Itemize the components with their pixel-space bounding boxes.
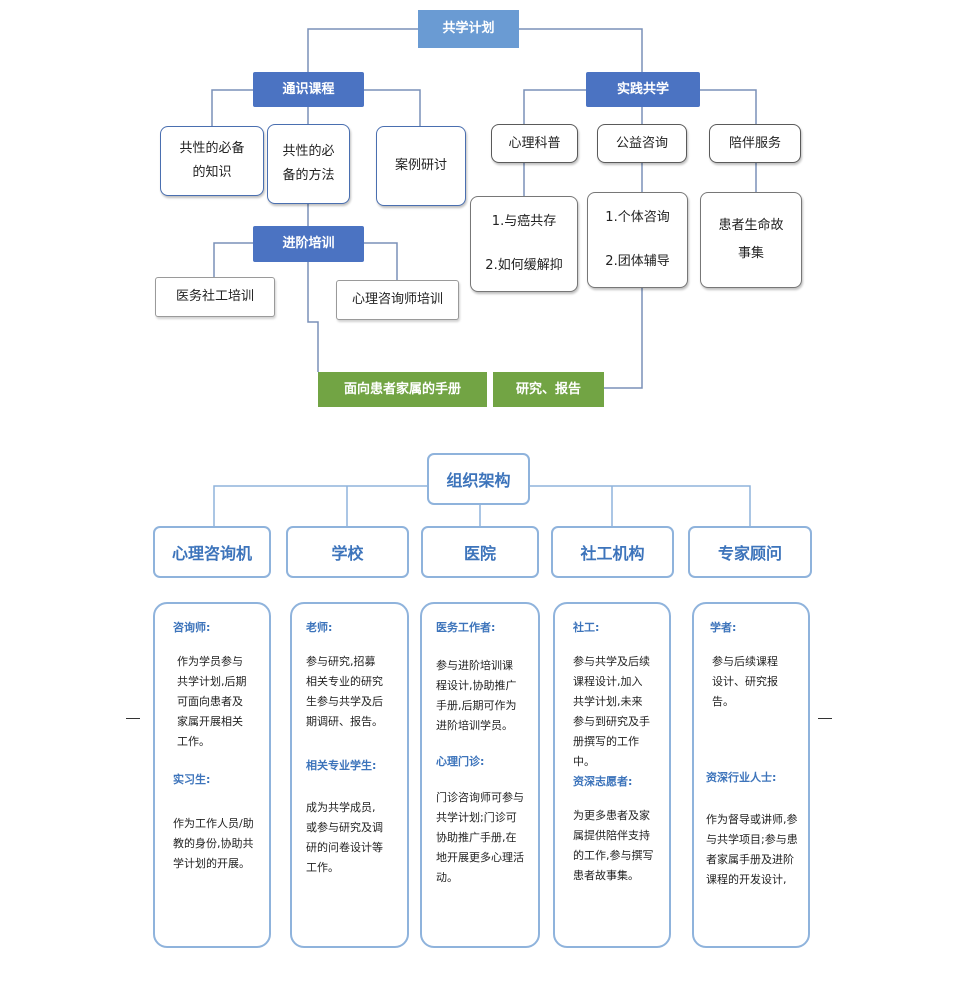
desc-intern: 作为工作人员/助 教的身份,协助共 学计划的开展。 [173, 817, 254, 870]
advanced-training-node: 进阶培训 [253, 226, 364, 262]
detail-public-consult: 1.个体咨询 2.团体辅导 [587, 192, 688, 288]
role-medical-worker: 医务工作者: [436, 621, 496, 634]
role-teacher: 老师: [306, 621, 333, 634]
role-students: 相关专业学生: [306, 759, 377, 772]
practice-item-psych-science: 心理科普 [491, 124, 578, 163]
desc-counselor: 作为学员参与 共学计划,后期 可面向患者及 家属开展相关 工作。 [177, 655, 247, 748]
role-counselor: 咨询师: [173, 621, 211, 634]
org-head-school: 学校 [286, 526, 409, 578]
org-col-psych-institute: 咨询师: 作为学员参与 共学计划,后期 可面向患者及 家属开展相关 工作。 实习… [153, 602, 271, 948]
org-col-school: 老师: 参与研究,招募 相关专业的研究 生参与共学及后 期调研、报告。 相关专业… [290, 602, 409, 948]
org-head-psych-institute: 心理咨询机 [153, 526, 271, 578]
role-intern: 实习生: [173, 773, 211, 786]
practice-node: 实践共学 [586, 72, 700, 107]
general-course-node: 通识课程 [253, 72, 364, 107]
practice-item-public-consult: 公益咨询 [597, 124, 687, 163]
gc-item-case-study: 案例研讨 [376, 126, 466, 206]
role-social-worker: 社工: [573, 621, 600, 634]
org-title: 组织架构 [427, 453, 530, 505]
gc-item-methods: 共性的必 备的方法 [267, 124, 350, 204]
advanced-item-medical-social: 医务社工培训 [155, 277, 275, 317]
gc-item-knowledge: 共性的必备 的知识 [160, 126, 264, 196]
handbook-node: 面向患者家属的手册 [318, 372, 487, 407]
org-head-expert: 专家顾问 [688, 526, 812, 578]
detail-psych-science: 1.与癌共存 2.如何缓解抑 [470, 196, 578, 292]
research-node: 研究、报告 [493, 372, 604, 407]
desc-social-worker: 参与共学及后续 课程设计,加入 共学计划,未来 参与到研究及手 册撰写的工作 中… [573, 655, 650, 768]
org-head-hospital: 医院 [421, 526, 539, 578]
role-scholar: 学者: [710, 621, 737, 634]
advanced-item-counselor: 心理咨询师培训 [336, 280, 459, 320]
role-senior-volunteer: 资深志愿者: [573, 775, 633, 788]
desc-senior-volunteer: 为更多患者及家 属提供陪伴支持 的工作,参与撰写 患者故事集。 [573, 809, 654, 882]
desc-students: 成为共学成员, 或参与研究及调 研的问卷设计等 工作。 [306, 801, 383, 874]
desc-scholar: 参与后续课程 设计、研究报 告。 [712, 655, 778, 708]
right-dash [818, 718, 832, 719]
desc-psych-clinic: 门诊咨询师可参与 共学计划;门诊可 协助推广手册,在 地开展更多心理活 动。 [436, 791, 524, 884]
detail-companion: 患者生命故 事集 [700, 192, 802, 288]
org-col-social-agency: 社工: 参与共学及后续 课程设计,加入 共学计划,未来 参与到研究及手 册撰写的… [553, 602, 671, 948]
desc-industry-senior: 作为督导或讲师,参 与共学项目;参与患 者家属手册及进阶 课程的开发设计, [706, 813, 798, 886]
org-head-social-agency: 社工机构 [551, 526, 674, 578]
root-node: 共学计划 [418, 10, 519, 48]
left-dash [126, 718, 140, 719]
role-psych-clinic: 心理门诊: [436, 755, 485, 768]
org-col-expert: 学者: 参与后续课程 设计、研究报 告。 资深行业人士: 作为督导或讲师,参 与… [692, 602, 810, 948]
desc-teacher: 参与研究,招募 相关专业的研究 生参与共学及后 期调研、报告。 [306, 655, 383, 728]
desc-medical-worker: 参与进阶培训课 程设计,协助推广 手册,后期可作为 进阶培训学员。 [436, 659, 517, 732]
practice-item-companion: 陪伴服务 [709, 124, 801, 163]
org-col-hospital: 医务工作者: 参与进阶培训课 程设计,协助推广 手册,后期可作为 进阶培训学员。… [420, 602, 540, 948]
role-industry-senior: 资深行业人士: [706, 771, 777, 784]
